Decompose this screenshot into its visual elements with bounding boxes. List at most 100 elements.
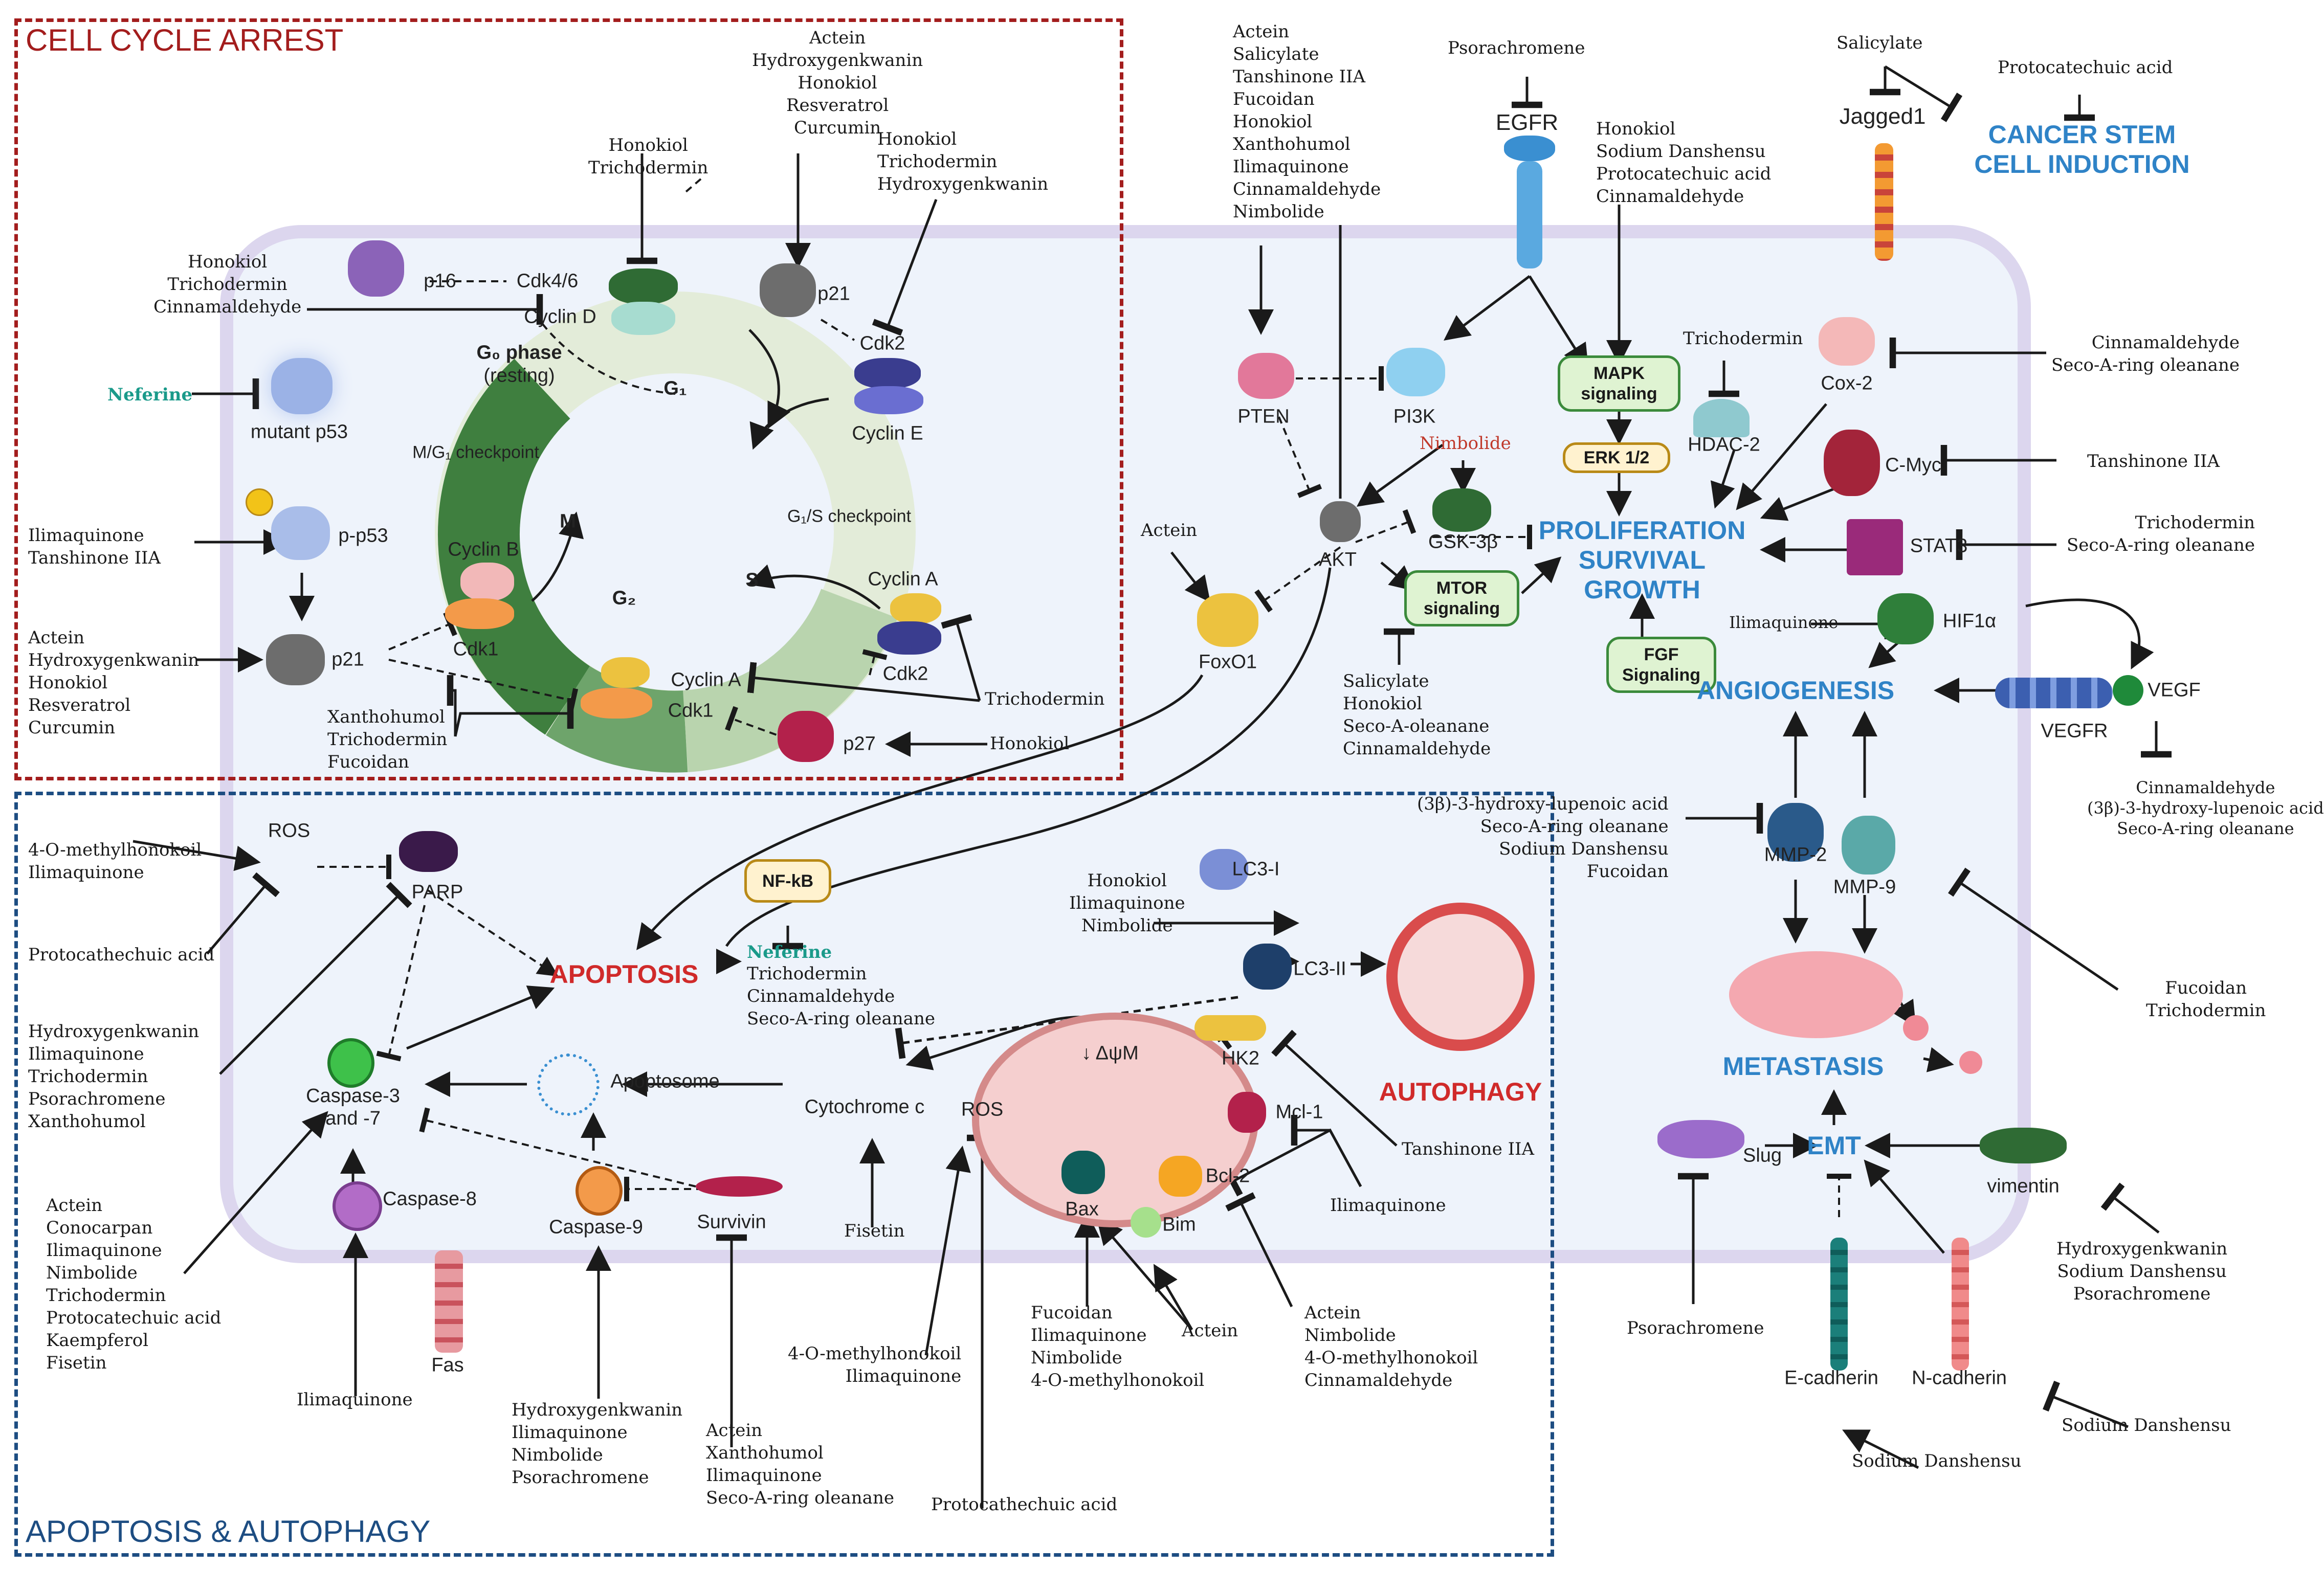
sodium-danshensu-ncadherin-inhibitor: Sodium Danshensu — [2062, 1415, 2231, 1436]
stat3-inhibitors: Trichodermin Seco-A-ring oleanane — [2067, 512, 2255, 555]
hk2-label: HK2 — [1222, 1047, 1259, 1069]
ros-mito-label: ROS — [961, 1099, 1004, 1120]
lc3ii-label: LC3-II — [1293, 958, 1346, 980]
ecadherin-receptor-shape — [1830, 1238, 1848, 1371]
cycle-g1-label: G₁ — [663, 377, 687, 399]
cyclin-e-label: Cyclin E — [852, 422, 923, 444]
hif1a-label: HIF1α — [1942, 610, 1997, 632]
foxo1-label: FoxO1 — [1198, 651, 1257, 673]
vegf-inhibitors: Cinnamaldehyde (3β)-3-hydroxy-lupenoic a… — [2087, 778, 2324, 838]
vegf-protein-shape — [2113, 675, 2143, 706]
mcl1-label: Mcl-1 — [1275, 1101, 1323, 1123]
slug-protein-shape — [1657, 1120, 1744, 1158]
bax-inducers: Fucoidan Ilimaquinone Nimbolide 4-O-meth… — [1031, 1303, 1205, 1391]
cdk2-top-label: Cdk2 — [859, 332, 905, 354]
hk2-protein-shape — [1194, 1015, 1266, 1041]
mcl1-protein-shape — [1228, 1092, 1266, 1133]
akt-label: AKT — [1319, 549, 1357, 571]
cox2-protein-shape — [1819, 317, 1875, 366]
cancer-stem-cell-induction-outcome: CANCER STEM CELL INDUCTION — [1974, 120, 2190, 178]
parp-inhibitors: Hydroxygenkwanin Ilimaquinone Trichoderm… — [28, 1021, 200, 1132]
mmp2-protein-shape — [1767, 803, 1824, 862]
bcl2-protein-shape — [1159, 1156, 1202, 1197]
apoptosome-label: Apoptosome — [610, 1070, 720, 1092]
cell-cycle-ring — [435, 292, 916, 773]
cycle-s-label: S — [745, 569, 759, 591]
neferine-nfkb-inhibitor: Neferine — [747, 942, 832, 962]
pi3k-protein-shape — [1386, 348, 1445, 396]
mtor-signaling-box: MTOR signaling — [1404, 570, 1519, 626]
mmp2-inhibitors: (3β)-3-hydroxy-lupenoic acid Seco-A-ring… — [1417, 794, 1669, 882]
lc3i-label: LC3-I — [1232, 858, 1280, 880]
mutant-p53-protein-shape — [271, 358, 333, 414]
vimentin-inhibitors: Hydroxygenkwanin Sodium Danshensu Psorac… — [2056, 1239, 2228, 1304]
apoptosome-shape — [537, 1054, 600, 1116]
mutant-p53-label: mutant p53 — [250, 421, 348, 443]
pp53-inducers: Ilimaquinone Tanshinone IIA — [28, 525, 161, 568]
caspase8-label: Caspase-8 — [383, 1188, 477, 1210]
mmp9-label: MMP-9 — [1833, 876, 1896, 898]
p16-label: p16 — [424, 270, 456, 292]
cyclin-a-right-protein-shape — [890, 593, 941, 624]
foxo1-protein-shape — [1197, 593, 1258, 647]
psorachromene-slug-inhibitor: Psorachromene — [1627, 1318, 1764, 1338]
trichodermin-cyclin-a-inhibitor: Trichodermin — [985, 689, 1105, 709]
cycle-m-label: M — [560, 510, 576, 532]
caspase37-inducers: Actein Conocarpan Ilimaquinone Nimbolide… — [46, 1195, 222, 1373]
gsk3b-protein-shape — [1432, 488, 1491, 532]
cdk1-mid-protein-shape — [445, 598, 514, 629]
ilimaquinone-caspase8-inducer: Ilimaquinone — [297, 1389, 413, 1410]
survivin-label: Survivin — [697, 1211, 766, 1233]
akt-protein-shape — [1320, 501, 1361, 542]
fas-receptor-shape — [435, 1250, 463, 1353]
diagram-stage: { "titles":{"cell_cycle":"CELL CYCLE ARR… — [14, 18, 2324, 1557]
survivin-inhibitors: Actein Xanthohumol Ilimaquinone Seco-A-r… — [706, 1420, 894, 1508]
caspase9-label: Caspase-9 — [549, 1216, 643, 1238]
autophagy-outcome: AUTOPHAGY — [1379, 1078, 1542, 1106]
apoptosis-autophagy-region — [14, 792, 1554, 1557]
parp-label: PARP — [411, 881, 463, 903]
pten-label: PTEN — [1237, 406, 1290, 428]
p27-label: p27 — [843, 733, 876, 755]
ros-top-inducers: 4-O-methylhonokoil Ilimaquinone — [28, 840, 202, 883]
protocatechuic-mito-modulator: Protocathechuic acid — [931, 1494, 1118, 1515]
bax-protein-shape — [1061, 1151, 1105, 1194]
survivin-protein-shape — [696, 1176, 783, 1197]
pp53-label: p-p53 — [338, 525, 388, 547]
trichodermin-hdac2-inhibitor: Trichodermin — [1683, 328, 1803, 349]
cmyc-label: C-Myc — [1885, 454, 1941, 476]
metastasis-outcome: METASTASIS — [1722, 1052, 1884, 1081]
cyclin-d-protein-shape — [611, 302, 675, 335]
pp53-protein-shape — [271, 506, 330, 560]
actein-bim-inducer: Actein — [1182, 1320, 1238, 1341]
fisetin-cytochrome-c-inducer: Fisetin — [844, 1221, 905, 1241]
ilimaquinone-hif1a-inhibitor: Ilimaquinone — [1729, 613, 1839, 632]
cyclin-b-protein-shape — [460, 563, 514, 601]
cdk1-low-label: Cdk1 — [668, 700, 714, 722]
mg1-checkpoint-label: M/G₁ checkpoint — [412, 442, 539, 462]
jagged1-label: Jagged1 — [1839, 104, 1926, 129]
ncadherin-label: N-cadherin — [1912, 1367, 2007, 1389]
gsk3b-label: GSK-3β — [1428, 531, 1498, 553]
hif1a-protein-shape — [1877, 593, 1934, 644]
bim-protein-shape — [1131, 1207, 1161, 1238]
cyclin-d-label: Cyclin D — [524, 306, 596, 328]
delta-psim-label: ↓ ΔψM — [1081, 1042, 1139, 1064]
cdk1-mid-label: Cdk1 — [453, 638, 499, 660]
phosphate-icon — [246, 488, 273, 516]
egfr-stalk-shape — [1517, 161, 1542, 268]
cycle-g2-label: G₂ — [612, 587, 636, 609]
nimbolide-gsk3b-modulator: Nimbolide — [1420, 433, 1511, 454]
stat3-protein-shape — [1847, 519, 1903, 575]
cdk46-label: Cdk4/6 — [516, 270, 579, 292]
p21-mid-label: p21 — [331, 648, 364, 670]
cyclin-e-protein-shape — [854, 386, 923, 414]
nfkb-box: NF-kB — [744, 859, 831, 903]
metastatic-cell-2-shape — [1959, 1051, 1982, 1074]
p21-top-protein-shape — [760, 263, 816, 317]
ros-top-label: ROS — [268, 820, 311, 842]
cytochrome-c-label: Cytochrome c — [804, 1096, 925, 1118]
psorachromene-egfr-inhibitor: Psorachromene — [1448, 38, 1585, 58]
nfkb-inhibitors: Trichodermin Cinnamaldehyde Seco-A-ring … — [747, 963, 935, 1029]
cox2-label: Cox-2 — [1821, 372, 1873, 394]
